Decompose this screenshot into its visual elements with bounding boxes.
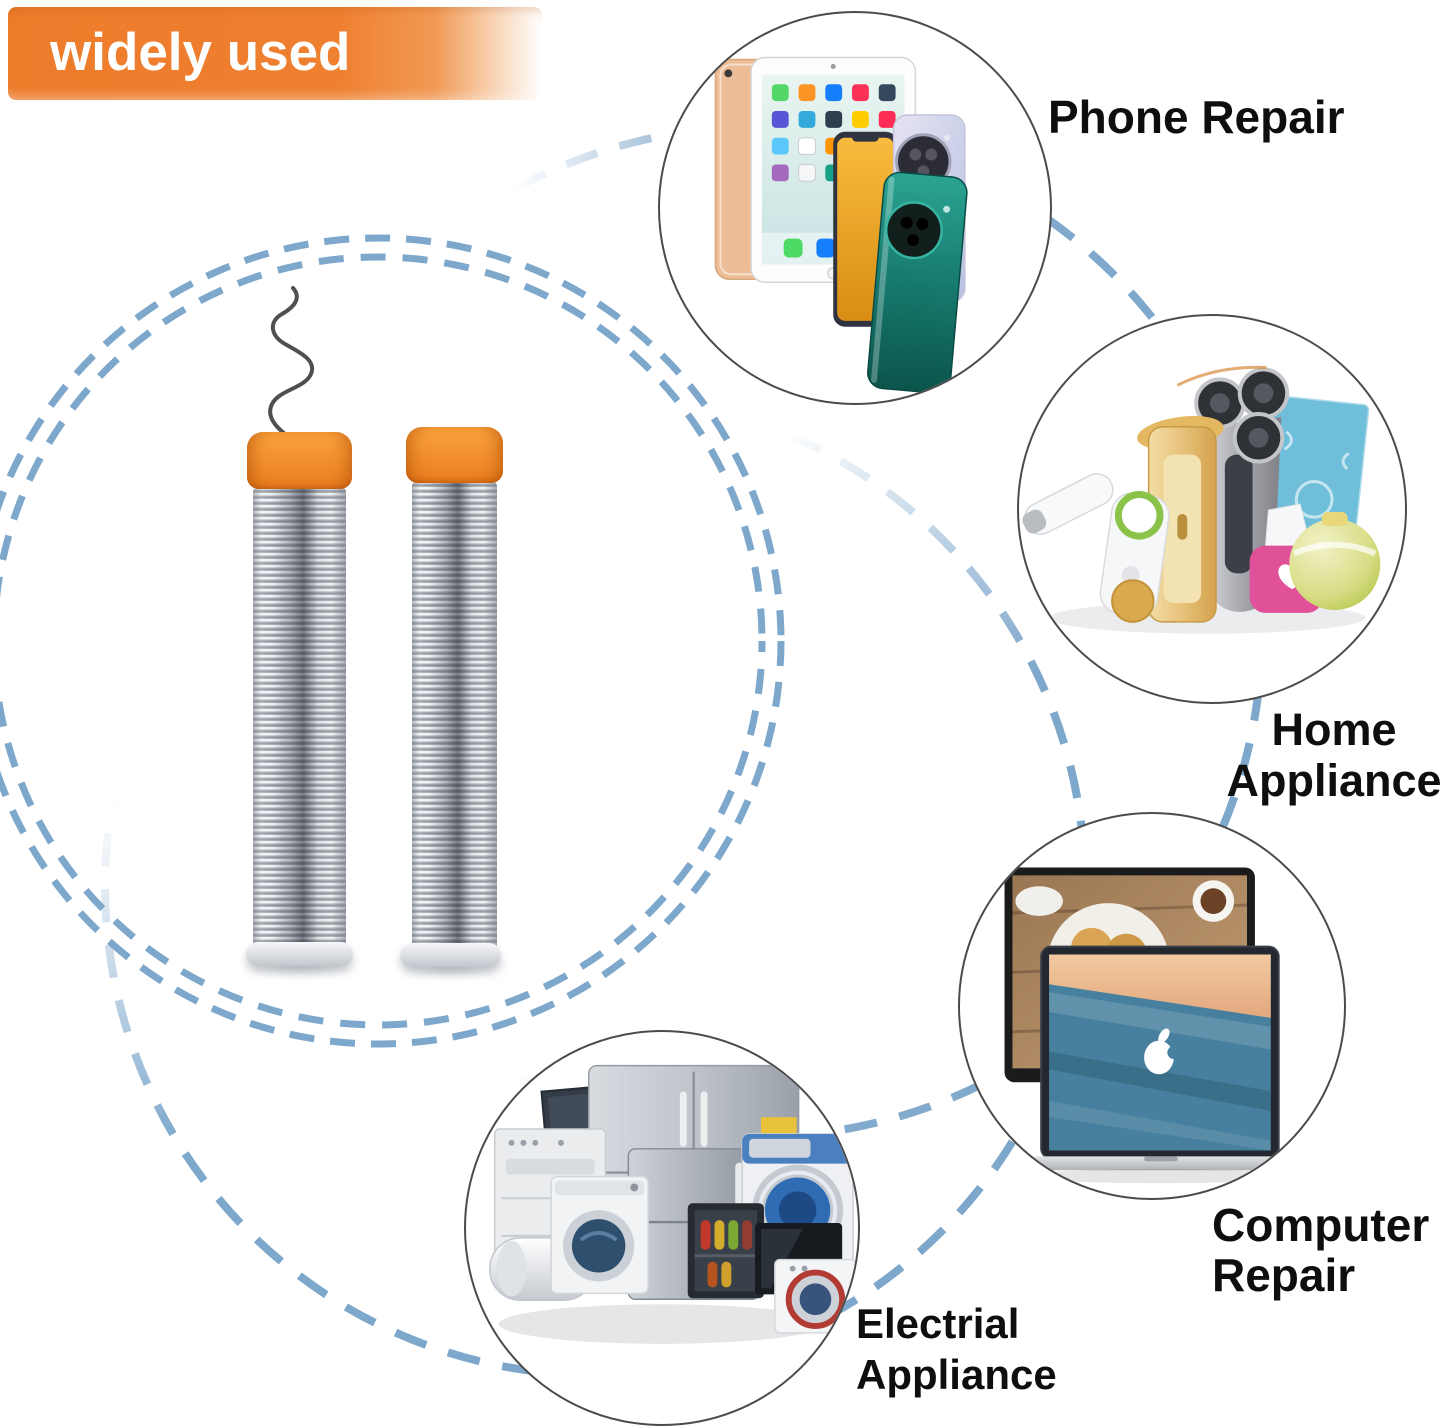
banner-title: widely used xyxy=(50,23,351,82)
tube-base-rim xyxy=(246,942,353,966)
orb-humidifier xyxy=(1289,511,1381,610)
label-line: Computer xyxy=(1212,1199,1430,1251)
notch xyxy=(852,132,879,142)
banner: widely used xyxy=(8,7,542,100)
label-line: Home xyxy=(1271,704,1397,755)
circular-camera-module xyxy=(885,201,943,260)
inner-double-dashed-ring xyxy=(0,234,785,1048)
motion-line xyxy=(1176,365,1267,387)
tube-base-rim xyxy=(400,943,501,967)
wallpaper-sky xyxy=(1049,954,1271,1018)
label-electrical-appliance: Electrial Appliance xyxy=(856,1298,1057,1400)
household-appliances-illustration xyxy=(489,1064,857,1344)
phone-repair-photo-circle xyxy=(658,11,1052,405)
imac-and-macbook-illustration xyxy=(1004,867,1299,1184)
tablets-and-smartphones-illustration xyxy=(714,56,968,394)
front-load-washer xyxy=(550,1175,649,1295)
label-line: Appliance xyxy=(856,1351,1057,1398)
computer-repair-photo-circle xyxy=(958,812,1346,1200)
orange-cap xyxy=(406,427,503,483)
label-line: Phone Repair xyxy=(1048,91,1345,143)
facial-brush-device xyxy=(1099,491,1170,617)
app-icon-grid xyxy=(771,84,896,182)
orange-cap xyxy=(247,432,352,489)
teal-phone-back xyxy=(867,171,968,394)
personal-care-devices-illustration xyxy=(1022,365,1381,634)
home-appliance-photo-circle xyxy=(1017,314,1407,704)
macbook-base xyxy=(1027,1156,1293,1171)
nose-trimmer xyxy=(1022,473,1114,535)
electrical-appliance-photo-circle xyxy=(464,1030,860,1426)
label-line: Electrial xyxy=(856,1300,1020,1347)
wine-cooler xyxy=(687,1203,764,1299)
macbook-laptop xyxy=(1021,945,1299,1184)
label-computer-repair: Computer Repair xyxy=(1212,1200,1429,1300)
label-home-appliance: Home Appliance xyxy=(1224,704,1440,806)
ground-shadow xyxy=(498,1304,826,1344)
red-ring-washer xyxy=(774,1258,857,1334)
gold-pad-disc xyxy=(1111,579,1155,623)
label-line: Appliance xyxy=(1226,755,1440,806)
label-phone-repair: Phone Repair xyxy=(1048,92,1345,142)
label-line: Repair xyxy=(1212,1249,1356,1301)
solder-wire-squiggle xyxy=(268,286,315,447)
apple-logo xyxy=(1144,1028,1181,1075)
